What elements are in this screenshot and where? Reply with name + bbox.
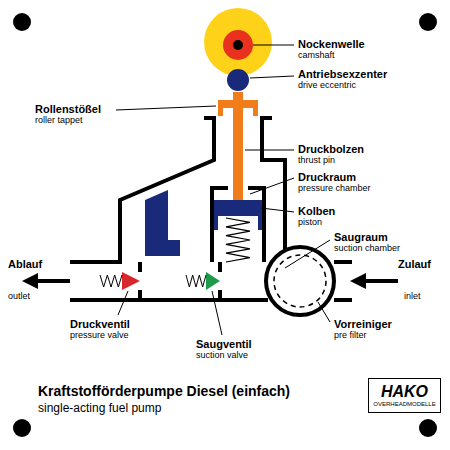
roller-tappet [218, 92, 258, 200]
part-name: Saugraum [334, 231, 388, 243]
part-name-english: roller tappet [35, 116, 83, 126]
piston-spring [226, 218, 250, 262]
part-name-english: camshaft [298, 51, 335, 61]
part-name: Ablauf [8, 258, 42, 270]
part-name: Antriebsexzenter [298, 68, 387, 80]
part-name: Druckraum [298, 171, 356, 183]
part-name-english: suction valve [196, 351, 248, 361]
part-name-english: outlet [8, 292, 30, 302]
part-name: Kolben [298, 205, 335, 217]
part-name: Rollenstößel [35, 103, 101, 115]
diagram-title: Kraftstofförderpumpe Diesel (einfach) [38, 384, 290, 399]
logo-box: HAKOOVERHEADMODELLE [368, 378, 441, 413]
part-name-english: drive eccentric [298, 81, 356, 91]
part-name: Saugventil [196, 338, 252, 350]
camshaft [204, 8, 272, 76]
delivery-passage [145, 190, 180, 256]
piston [216, 200, 260, 216]
part-name: Druckventil [70, 318, 130, 330]
valve-spring [100, 275, 122, 287]
part-name-english: thrust pin [298, 156, 335, 166]
part-name: Nockenwelle [298, 38, 365, 50]
pressure-valve [122, 272, 140, 290]
pre-filter [274, 255, 326, 307]
valve-spring [186, 275, 206, 287]
flow-arrows [22, 273, 398, 289]
part-name: Zulauf [398, 258, 431, 270]
part-name-english: piston [298, 218, 322, 228]
leader-lines [116, 45, 330, 335]
suction-valve [206, 272, 220, 290]
logo-text: HAKO [373, 383, 436, 401]
part-name: Vorreiniger [334, 318, 392, 330]
part-name-english: pressure valve [70, 331, 129, 341]
diagram-caption: single-acting fuel pump [38, 402, 161, 415]
part-name-english: suction chamber [334, 244, 400, 254]
part-name-english: pre filter [334, 331, 367, 341]
part-name: Druckbolzen [298, 143, 364, 155]
part-name-english: inlet [404, 292, 421, 302]
part-name-english: pressure chamber [298, 184, 371, 194]
piston-skirt [216, 200, 260, 230]
camshaft-hub [223, 30, 253, 60]
camshaft-axis [233, 40, 243, 50]
corner-dots [13, 13, 437, 437]
logo-subtext: OVERHEADMODELLE [373, 401, 436, 408]
drive-eccentric [227, 69, 249, 91]
